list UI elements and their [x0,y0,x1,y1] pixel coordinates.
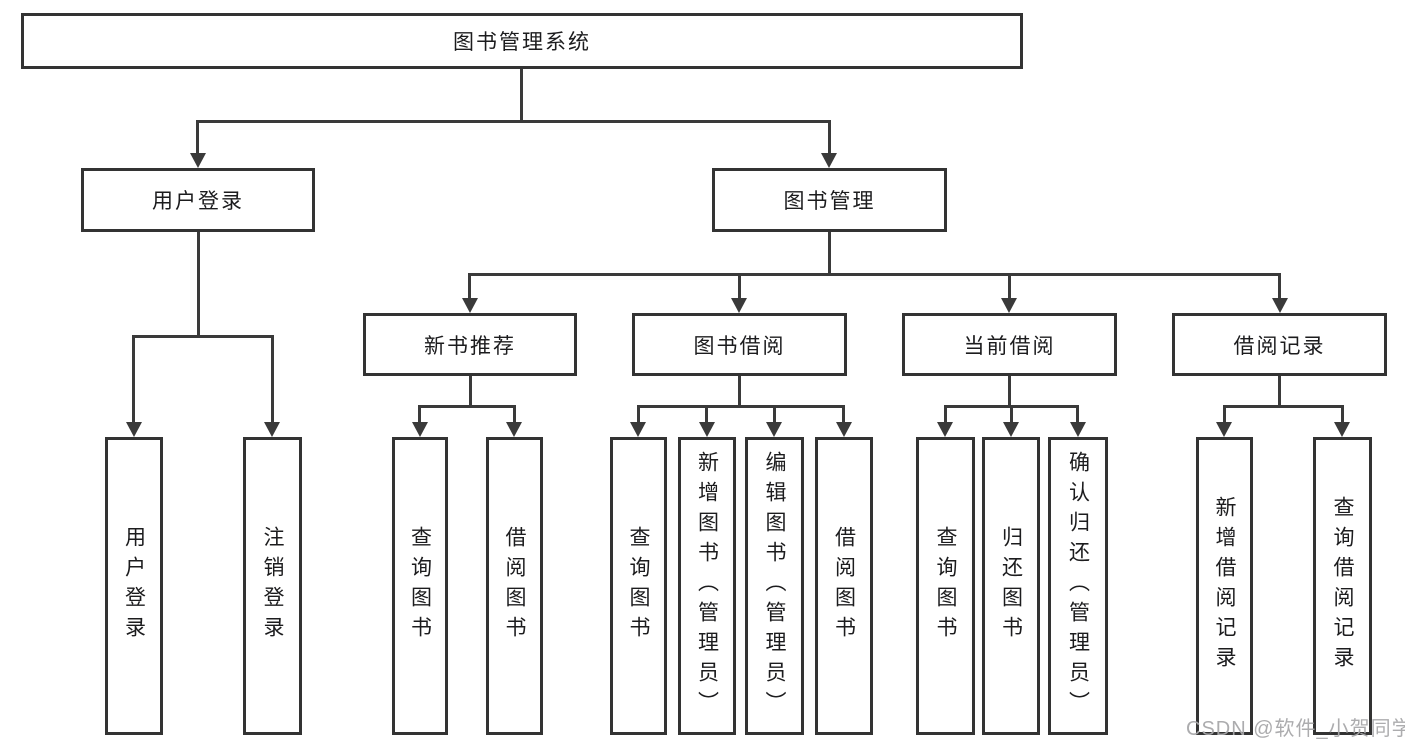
connector-line [132,335,274,338]
connector-line [1223,405,1344,408]
node-label: 确认归还（管理员） [1066,451,1090,721]
node-leaf-user-login: 用户登录 [105,437,163,735]
node-label: 图书管理系统 [453,31,591,54]
arrowhead-down [462,298,478,313]
node-leaf-confirm-return-admin: 确认归还（管理员） [1048,437,1108,735]
node-leaf-edit-books-admin: 编辑图书（管理员） [745,437,804,735]
arrowhead-down [937,422,953,437]
node-label: 图书借阅 [693,334,786,358]
node-label: 注销登录 [261,526,284,646]
arrowhead-down [412,422,428,437]
arrowhead-down [1216,422,1232,437]
node-leaf-add-borrow-record: 新增借阅记录 [1196,437,1253,735]
arrowhead-down [766,422,782,437]
node-leaf-borrow-books-recommend: 借阅图书 [486,437,543,735]
connector-line [1341,405,1344,426]
arrowhead-down [190,153,206,168]
connector-line [196,120,831,123]
connector-line [637,405,640,426]
node-label: 查询借阅记录 [1331,496,1354,676]
node-borrowing-records: 借阅记录 [1172,313,1387,376]
node-label: 图书管理 [783,190,876,213]
connector-line [196,120,199,155]
connector-line [1278,273,1281,301]
node-leaf-logout: 注销登录 [243,437,302,735]
connector-line [469,376,472,408]
node-book-borrowing: 图书借阅 [632,313,847,376]
node-label: 当前借阅 [963,334,1056,358]
connector-line [828,120,831,155]
connector-line [468,273,1281,276]
connector-line [513,405,516,426]
arrowhead-down [506,422,522,437]
node-leaf-borrow-books: 借阅图书 [815,437,873,735]
connector-line [197,232,200,337]
node-label: 归还图书 [999,526,1023,646]
arrowhead-down [264,422,280,437]
node-label: 借阅图书 [832,526,856,646]
node-label: 用户登录 [152,190,244,213]
arrowhead-down [1334,422,1350,437]
connector-line [1223,405,1226,426]
arrowhead-down [1003,422,1019,437]
arrowhead-down [1070,422,1086,437]
connector-line [271,335,274,424]
connector-line [828,232,831,275]
node-label: 查询图书 [934,526,957,646]
node-label: 借阅图书 [503,526,526,646]
connector-line [132,335,135,424]
connector-line [468,273,471,301]
watermark: CSDN @软件_小贺同学 [1186,718,1405,740]
node-label: 查询图书 [627,526,650,646]
connector-line [1008,376,1011,408]
node-label: 编辑图书（管理员） [763,451,786,721]
arrowhead-down [126,422,142,437]
arrowhead-down [836,422,852,437]
node-root-library-management-system: 图书管理系统 [21,13,1023,69]
node-new-book-recommend: 新书推荐 [363,313,577,376]
connector-line [520,69,523,122]
node-user-login: 用户登录 [81,168,315,232]
arrowhead-down [1272,298,1288,313]
node-book-management: 图书管理 [712,168,947,232]
connector-line [738,273,741,301]
node-leaf-query-books-current: 查询图书 [916,437,975,735]
arrowhead-down [1001,298,1017,313]
node-label: 新增借阅记录 [1213,496,1236,676]
node-label: 借阅记录 [1233,334,1326,358]
node-leaf-query-borrow-record: 查询借阅记录 [1313,437,1372,735]
connector-line [637,405,845,408]
node-label: 新书推荐 [424,334,516,358]
arrowhead-down [821,153,837,168]
node-leaf-return-books: 归还图书 [982,437,1040,735]
connector-line [738,376,741,408]
node-leaf-query-books-borrowing: 查询图书 [610,437,667,735]
connector-line [944,405,947,426]
node-label: 用户登录 [122,526,146,646]
connector-line [418,405,421,426]
arrowhead-down [699,422,715,437]
connector-line [842,405,845,426]
connector-line [1076,405,1079,426]
connector-line [773,405,776,426]
arrowhead-down [630,422,646,437]
node-leaf-query-books-recommend: 查询图书 [392,437,448,735]
connector-line [1010,405,1013,426]
connector-line [418,405,516,408]
arrowhead-down [731,298,747,313]
node-current-borrowing: 当前借阅 [902,313,1117,376]
connector-line [1278,376,1281,408]
node-label: 查询图书 [408,526,432,646]
node-leaf-add-books-admin: 新增图书（管理员） [678,437,736,735]
node-label: 新增图书（管理员） [695,451,719,721]
connector-line [1008,273,1011,301]
connector-line [705,405,708,426]
